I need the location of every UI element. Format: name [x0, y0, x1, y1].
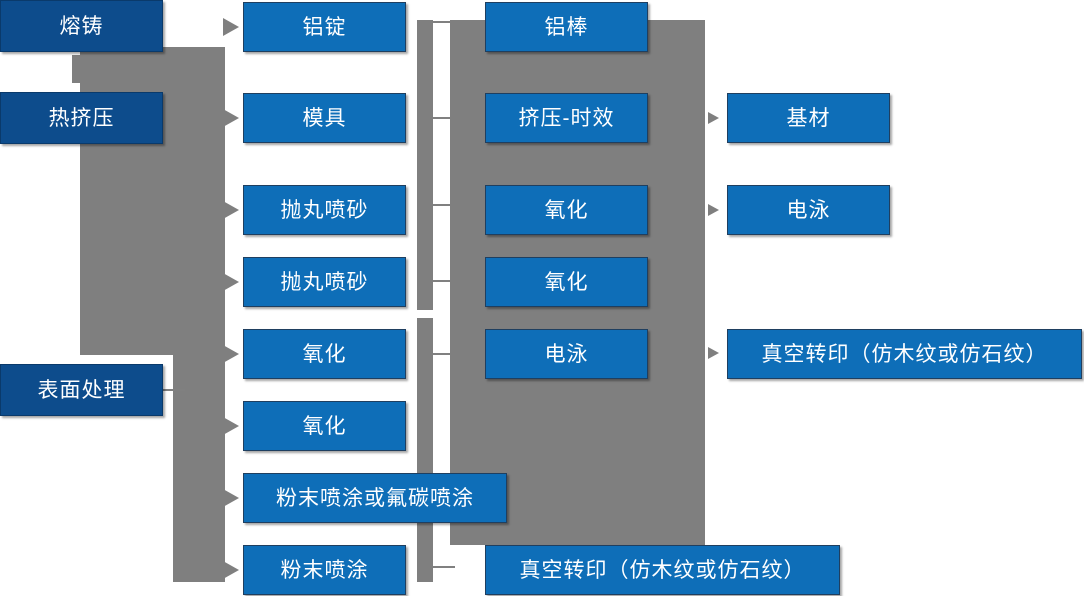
output-vacuum-transfer-label: 真空转印（仿木纹或仿石纹） — [761, 342, 1048, 366]
process-oxidation-1[interactable]: 氧化 — [243, 329, 406, 379]
process-oxidation-3-label: 氧化 — [544, 198, 589, 222]
connector-tie-3 — [433, 204, 455, 206]
output-base-material-label: 基材 — [786, 106, 831, 130]
connector-tab-5 — [223, 345, 239, 363]
stage-hot-extrusion-label: 热挤压 — [48, 106, 115, 130]
process-mould[interactable]: 模具 — [243, 93, 406, 143]
process-shot-blast-1-label: 抛丸喷砂 — [280, 198, 369, 222]
stage-melt-cast-label: 熔铸 — [59, 14, 104, 38]
output-vacuum-transfer[interactable]: 真空转印（仿木纹或仿石纹） — [727, 329, 1082, 379]
process-oxidation-4[interactable]: 氧化 — [485, 257, 648, 307]
connector-tie-2 — [433, 117, 455, 119]
arrow-to-base-material — [708, 112, 719, 124]
process-shot-blast-2-label: 抛丸喷砂 — [280, 270, 369, 294]
output-base-material[interactable]: 基材 — [727, 93, 890, 143]
stage-surface-treatment-label: 表面处理 — [37, 378, 126, 402]
connector-mid-bar-lower — [417, 318, 433, 582]
process-powder-or-fluorocarbon-label: 粉末喷涂或氟碳喷涂 — [276, 486, 474, 510]
process-electrophoresis-mid-label: 电泳 — [544, 342, 589, 366]
process-mould-label: 模具 — [302, 106, 347, 130]
stage-hot-extrusion[interactable]: 热挤压 — [0, 92, 163, 144]
process-vacuum-transfer-mid-label: 真空转印（仿木纹或仿石纹） — [519, 558, 806, 582]
connector-trunk-lower — [173, 355, 225, 582]
process-oxidation-2[interactable]: 氧化 — [243, 401, 406, 451]
process-shot-blast-1[interactable]: 抛丸喷砂 — [243, 185, 406, 235]
process-aluminum-ingot[interactable]: 铝锭 — [243, 2, 406, 52]
connector-tab-7 — [223, 489, 239, 507]
connector-tie-4 — [433, 280, 455, 282]
process-extrusion-aging[interactable]: 挤压-时效 — [485, 93, 648, 143]
connector-tie-5 — [433, 353, 455, 355]
connector-tab-8 — [223, 561, 239, 579]
arrow-to-electrophoresis — [708, 204, 719, 216]
connector-mid-bar-upper — [417, 20, 433, 310]
arrow-to-vacuum-transfer — [708, 347, 719, 359]
process-oxidation-4-label: 氧化 — [544, 270, 589, 294]
connector-tab-1 — [223, 18, 239, 36]
connector-line-surface — [163, 389, 185, 391]
stage-surface-treatment[interactable]: 表面处理 — [0, 364, 163, 416]
process-aluminum-bar[interactable]: 铝棒 — [485, 2, 648, 52]
process-electrophoresis-mid[interactable]: 电泳 — [485, 329, 648, 379]
connector-tie-1 — [433, 21, 455, 23]
process-extrusion-aging-label: 挤压-时效 — [518, 106, 615, 130]
process-vacuum-transfer-mid[interactable]: 真空转印（仿木纹或仿石纹） — [485, 545, 840, 595]
output-electrophoresis-label: 电泳 — [786, 198, 831, 222]
process-shot-blast-2[interactable]: 抛丸喷砂 — [243, 257, 406, 307]
stage-melt-cast[interactable]: 熔铸 — [0, 0, 163, 52]
connector-tab-3 — [223, 201, 239, 219]
connector-notch-melt — [72, 55, 82, 83]
connector-tab-4 — [223, 273, 239, 291]
process-oxidation-2-label: 氧化 — [302, 414, 347, 438]
process-oxidation-1-label: 氧化 — [302, 342, 347, 366]
process-aluminum-bar-label: 铝棒 — [544, 15, 589, 39]
process-powder-or-fluorocarbon[interactable]: 粉末喷涂或氟碳喷涂 — [243, 473, 507, 523]
connector-tie-6 — [433, 566, 455, 568]
connector-tab-6 — [223, 417, 239, 435]
process-powder-coating-label: 粉末喷涂 — [280, 558, 369, 582]
output-electrophoresis[interactable]: 电泳 — [727, 185, 890, 235]
process-aluminum-ingot-label: 铝锭 — [302, 15, 347, 39]
connector-tab-2 — [223, 109, 239, 127]
process-oxidation-3[interactable]: 氧化 — [485, 185, 648, 235]
process-powder-coating[interactable]: 粉末喷涂 — [243, 545, 406, 595]
